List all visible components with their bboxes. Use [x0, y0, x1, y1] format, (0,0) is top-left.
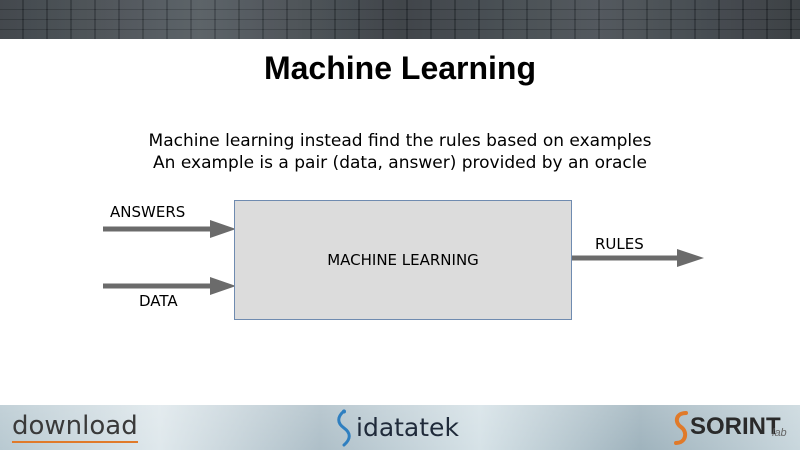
sorint-logo-icon	[674, 411, 688, 445]
machine-learning-box: MACHINE LEARNING	[234, 200, 572, 320]
download-logo: download	[12, 411, 138, 443]
subtitle-line-2: An example is a pair (data, answer) prov…	[153, 153, 647, 173]
answers-label: ANSWERS	[110, 203, 186, 221]
data-label: DATA	[139, 292, 178, 310]
machine-learning-box-label: MACHINE LEARNING	[327, 251, 479, 269]
slide-title: Machine Learning	[263, 50, 537, 86]
sorint-lab-logo: lab	[772, 427, 787, 439]
subtitle-line-1: Machine learning instead find the rules …	[148, 131, 652, 151]
top-banner	[0, 0, 800, 39]
sorint-logo: SORINT	[690, 413, 781, 440]
answers-arrow	[103, 220, 236, 238]
idatatek-logo: idatatek	[356, 413, 459, 442]
footer-banner: download idatatek SORINT lab	[0, 405, 800, 450]
rules-label: RULES	[595, 235, 644, 253]
rules-arrow	[572, 249, 704, 267]
data-arrow	[103, 277, 236, 295]
idatatek-logo-icon	[337, 409, 351, 447]
